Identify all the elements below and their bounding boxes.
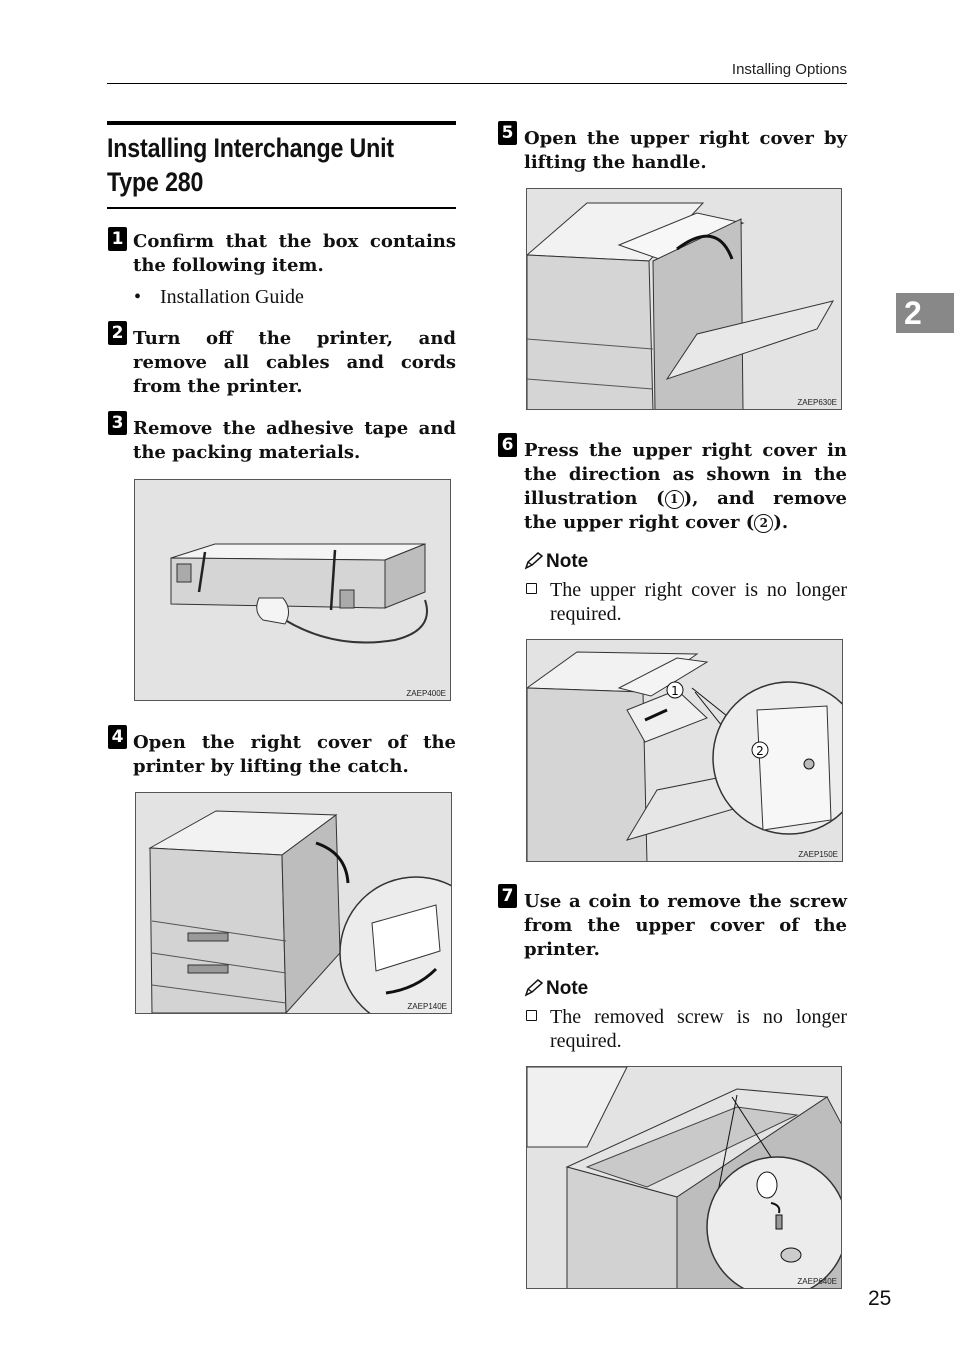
printer-upper-cover-illustration — [527, 202, 835, 409]
figure-packing: ZAEP400E — [134, 479, 451, 701]
step-6-text: Press the upper right cover in the direc… — [524, 439, 847, 535]
note-checkbox — [526, 583, 537, 594]
circled-marker-1: 1 — [664, 490, 684, 509]
section-title: Installing Interchange Unit Type 280 — [107, 131, 407, 199]
figure-code: ZAEP640E — [797, 1277, 837, 1286]
header-rule — [107, 83, 847, 84]
callout-1: 1 — [671, 684, 679, 698]
note-checkbox — [526, 1010, 537, 1021]
figure-remove-cover: 1 2 ZAEP150E — [526, 639, 843, 862]
interchange-unit-illustration — [170, 543, 428, 644]
pencil-icon — [524, 979, 546, 1004]
section-title-line-1: Installing Interchange Unit — [107, 133, 394, 163]
step-6-text-a: Press the upper right cover in the direc… — [524, 440, 847, 509]
step-7-note-item: The removed screw is no longer required. — [550, 1006, 847, 1052]
printer-right-cover-illustration — [148, 810, 451, 1013]
step-6-note-head: Note — [524, 550, 588, 577]
figure-right-cover: ZAEP140E — [135, 792, 452, 1014]
page-number: 25 — [868, 1287, 892, 1310]
running-head: Installing Options — [731, 61, 847, 78]
step-7-badge: 7 — [498, 884, 517, 908]
step-6-text-b: ), and remove the upper right cover ( — [524, 488, 847, 533]
pencil-icon — [524, 552, 546, 577]
step-5-text: Open the upper right cover by lifting th… — [524, 128, 847, 173]
callout-2: 2 — [756, 744, 764, 758]
figure-remove-screw: ZAEP640E — [526, 1066, 842, 1289]
remove-screw-illustration — [527, 1067, 841, 1288]
chapter-tab: 2 — [896, 293, 954, 333]
step-7-note-head: Note — [524, 977, 588, 1004]
step-4-text: Open the right cover of the printer by l… — [133, 732, 456, 777]
section-bottom-rule — [107, 207, 456, 209]
section-title-line-2: Type 280 — [107, 167, 204, 197]
step-2-badge: 2 — [108, 321, 127, 345]
remove-cover-illustration: 1 2 — [527, 651, 842, 861]
note-label: Note — [546, 978, 589, 999]
bullet-text: Installation Guide — [160, 286, 304, 308]
step-6-badge: 6 — [498, 433, 517, 457]
step-7-text: Use a coin to remove the screw from the … — [524, 891, 847, 960]
note-label: Note — [546, 551, 589, 572]
step-2-text: Turn off the printer, and remove all cab… — [133, 328, 456, 397]
figure-code: ZAEP630E — [797, 398, 837, 407]
step-1-text: Confirm that the box contains the follow… — [133, 231, 456, 276]
step-3-badge: 3 — [108, 411, 127, 435]
step-3-text: Remove the adhesive tape and the packing… — [133, 418, 456, 463]
section-top-rule — [107, 121, 456, 125]
circled-marker-2: 2 — [754, 514, 774, 533]
figure-code: ZAEP140E — [407, 1002, 447, 1011]
figure-code: ZAEP150E — [798, 850, 838, 859]
step-5-badge: 5 — [498, 121, 517, 145]
figure-code: ZAEP400E — [406, 689, 446, 698]
step-4-badge: 4 — [108, 725, 127, 749]
step-1-badge: 1 — [108, 227, 127, 251]
step-6-text-c: ). — [773, 512, 789, 533]
step-1-bullet: •Installation Guide — [134, 286, 304, 308]
step-6-note-item: The upper right cover is no longer requi… — [550, 579, 847, 625]
figure-upper-right-cover: ZAEP630E — [526, 188, 842, 410]
